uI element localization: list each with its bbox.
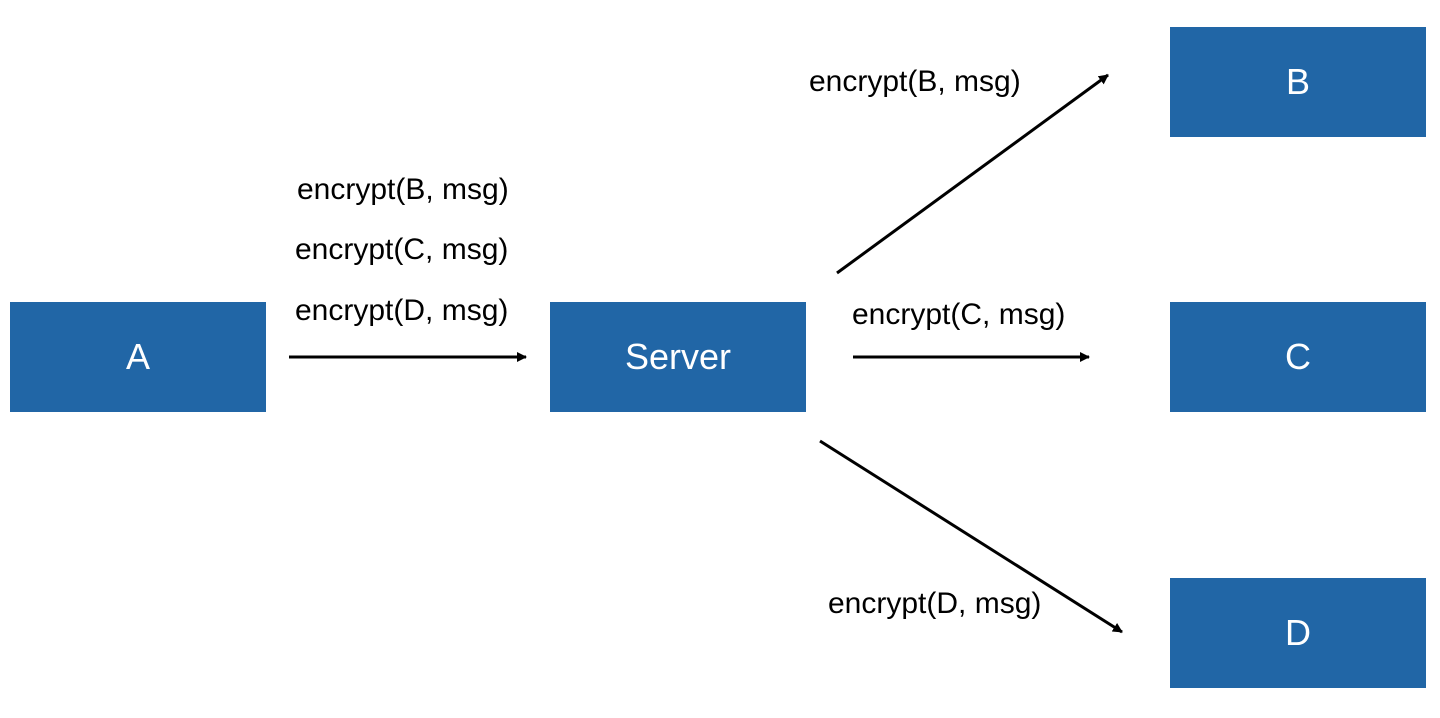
arrow-server-to-d bbox=[819, 439, 1123, 634]
node-a-label: A bbox=[125, 336, 150, 377]
label-server-to-b: encrypt(B, msg) bbox=[809, 65, 1021, 98]
label-a-to-server-2: encrypt(C, msg) bbox=[295, 233, 509, 266]
label-a-to-server-1: encrypt(B, msg) bbox=[297, 173, 509, 206]
node-server: Server bbox=[550, 302, 806, 412]
node-b: B bbox=[1170, 27, 1426, 137]
label-a-to-server-3: encrypt(D, msg) bbox=[295, 294, 509, 327]
arrow-server-to-b bbox=[836, 73, 1109, 275]
node-c-label: C bbox=[1285, 336, 1311, 377]
label-server-to-c: encrypt(C, msg) bbox=[852, 298, 1066, 331]
node-server-label: Server bbox=[624, 336, 732, 377]
node-c: C bbox=[1170, 302, 1426, 412]
node-d-label: D bbox=[1285, 612, 1311, 653]
node-a: A bbox=[10, 302, 266, 412]
node-d: D bbox=[1170, 578, 1426, 688]
label-server-to-d: encrypt(D, msg) bbox=[828, 587, 1042, 620]
node-b-label: B bbox=[1285, 61, 1310, 102]
